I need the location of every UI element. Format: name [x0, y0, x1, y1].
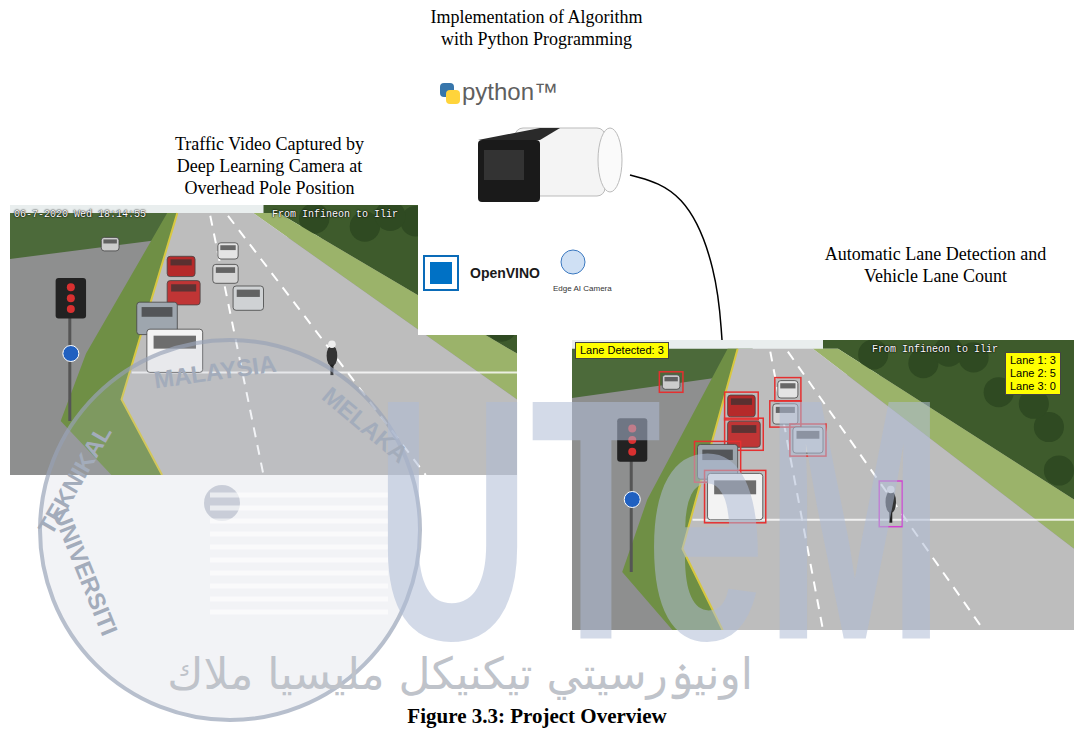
watermark: UTeM [375, 397, 944, 645]
windscreen [171, 284, 196, 291]
logo-text: Edge AI Camera [553, 284, 612, 294]
heading-text: Traffic Video Captured by Deep Learning … [162, 133, 377, 199]
overlay-box: Lane 1: 3Lane 2: 5Lane 3: 0 [1005, 352, 1061, 395]
camera-lens [484, 150, 524, 180]
signal-lamp [67, 294, 75, 302]
overlay-text: Lane Detected: 3 [580, 344, 664, 357]
windscreen [780, 383, 795, 388]
watermark-stripe [210, 610, 388, 615]
figure-caption: Figure 3.3: Project Overview [0, 704, 1074, 728]
logo-text: python™ [462, 78, 558, 106]
windscreen [171, 259, 192, 265]
logo-text: OpenVINO [470, 265, 540, 281]
car [213, 264, 238, 283]
watermark-stripe [210, 558, 388, 563]
panel-ground [418, 110, 630, 335]
heading-text: Automatic Lane Detection and Vehicle Lan… [808, 243, 1063, 287]
watermark-stripe [210, 584, 388, 589]
intel-logo [430, 262, 452, 284]
video-overlay-text: From Infineon to Ilir [872, 344, 998, 356]
watermark-emblem [204, 485, 240, 521]
windscreen [142, 307, 173, 317]
detection-box [659, 372, 683, 393]
car [167, 281, 200, 305]
brain-icon [561, 250, 585, 274]
intel-logo [424, 256, 458, 290]
signal-lamp [67, 305, 75, 313]
watermark-stripe [210, 532, 388, 537]
helmet [328, 340, 336, 348]
signal-lamp [67, 283, 75, 291]
traffic-light [56, 278, 86, 319]
watermark-stripe [210, 571, 388, 576]
camera-visor [478, 128, 560, 140]
car [662, 375, 680, 390]
watermark-stripe [210, 519, 388, 524]
tree-crown [1044, 455, 1074, 485]
overlay-text: Lane 1: 3 [1010, 354, 1056, 367]
camera-panel: OpenVINO Edge AI Camera [418, 110, 630, 335]
watermark: اونيۏرسيتي تيكنيكل مليسيا ملاك [20, 650, 900, 698]
watermark: MALAYSIA [152, 351, 278, 394]
car [233, 286, 263, 310]
windscreen [103, 239, 116, 243]
watermark: UNIVERSITI [48, 505, 123, 640]
watermark-stripe [210, 506, 388, 511]
watermark-stripe [210, 545, 388, 550]
section-heading: Implementation of Algorithm with Python … [419, 6, 654, 50]
camera-mount [598, 128, 622, 192]
car [167, 256, 195, 276]
road-sign [63, 346, 79, 362]
video-overlay-text: 06-7-2020 Wed 18:14:55 [14, 209, 146, 221]
rider [327, 345, 338, 366]
car [101, 237, 119, 251]
connector-line [630, 175, 722, 340]
car [778, 381, 798, 398]
python-logo [446, 90, 460, 104]
car [218, 243, 238, 259]
windscreen [664, 377, 677, 381]
overlay-text: Lane 2: 5 [1010, 367, 1056, 380]
watermark-stripe [210, 597, 388, 602]
windscreen [220, 245, 235, 250]
video-overlay-text: From Infineon to Ilir [272, 209, 398, 221]
watermark-stripe [210, 493, 388, 498]
overlay-text: Lane 3: 0 [1010, 380, 1056, 393]
windscreen [216, 267, 235, 273]
camera-front [478, 140, 540, 202]
windscreen [237, 290, 260, 297]
overlay-box: Lane Detected: 3 [575, 342, 669, 359]
